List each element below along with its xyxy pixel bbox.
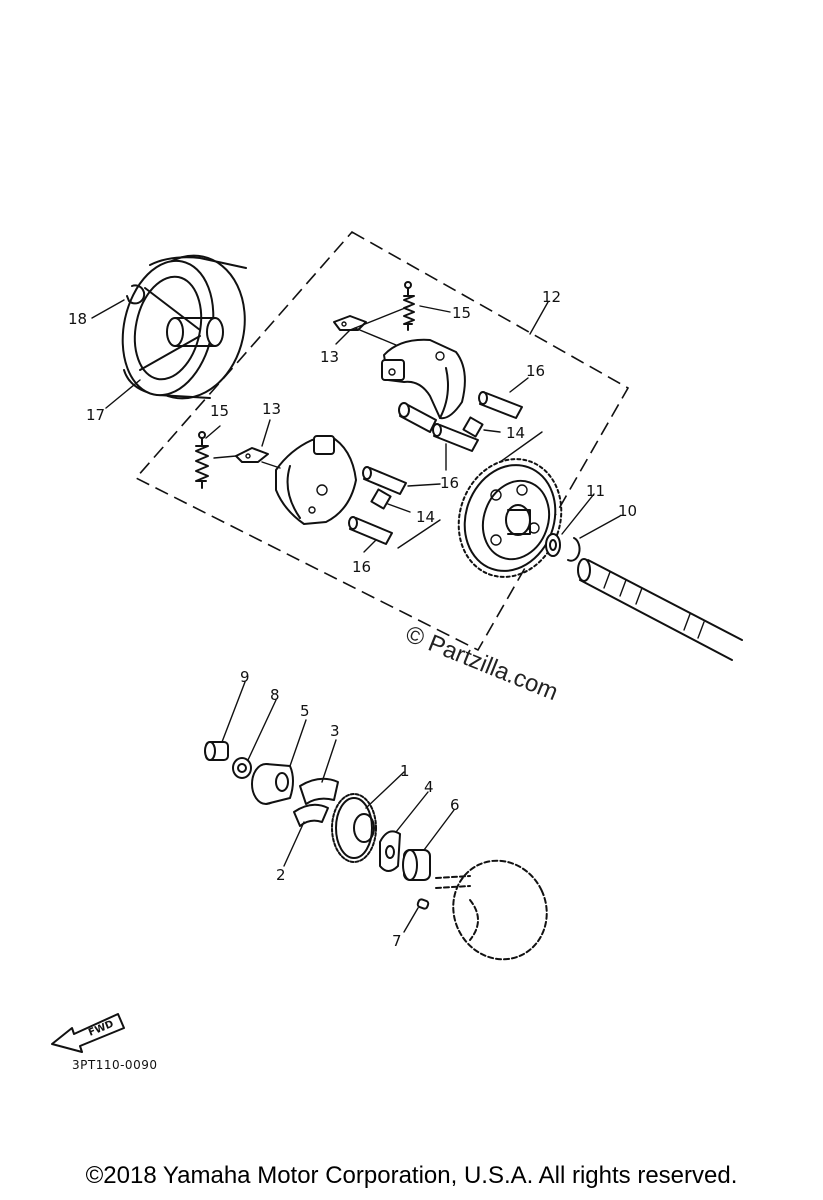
callout-2: 2 [276, 866, 286, 884]
callout-6: 6 [450, 796, 460, 814]
part-pin-1 [478, 391, 523, 419]
part-pin-2 [432, 423, 479, 452]
part-plate-upper [333, 315, 367, 331]
part-key-7 [416, 898, 430, 910]
callout-16-upper: 16 [526, 362, 545, 380]
part-circlip-18 [126, 284, 146, 305]
part-hub-5 [251, 763, 294, 805]
assembly-outline-dashed [134, 230, 630, 652]
diagram-code: 3PT110-0090 [72, 1058, 158, 1072]
part-clutch-shoe-upper [381, 338, 466, 420]
part-plate-2 [293, 803, 329, 827]
part-washer-11 [545, 533, 561, 557]
part-plate-lower [235, 447, 269, 463]
callout-7: 7 [392, 932, 402, 950]
callout-16-lower: 16 [352, 558, 371, 576]
callout-10: 10 [618, 502, 637, 520]
watermark: © Partzilla.com [402, 621, 562, 707]
callout-14-upper: 14 [506, 424, 525, 442]
part-clutch-shoe-lower [275, 435, 357, 525]
part-plate-3 [299, 777, 339, 805]
callout-12: 12 [542, 288, 561, 306]
part-washer-4 [379, 830, 401, 872]
callout-8: 8 [270, 686, 280, 704]
callout-11: 11 [586, 482, 605, 500]
part-shaft [577, 558, 743, 661]
callout-15-upper: 15 [452, 304, 471, 322]
callout-14-lower: 14 [416, 508, 435, 526]
part-collar-upper [462, 416, 484, 438]
callout-15-lower: 15 [210, 402, 229, 420]
callout-1: 1 [400, 762, 410, 780]
leader-lines [91, 299, 621, 933]
part-spring-upper [403, 281, 415, 331]
part-washer-8 [232, 757, 252, 779]
callout-5: 5 [300, 702, 310, 720]
copyright-footer: ©2018 Yamaha Motor Corporation, U.S.A. A… [85, 1162, 738, 1189]
part-clutch-housing [121, 254, 247, 400]
callout-13-lower: 13 [262, 400, 281, 418]
callout-labels: 1 2 3 4 5 6 7 8 9 10 11 12 13 13 14 14 1… [68, 288, 637, 950]
part-collar-lower [370, 488, 392, 510]
part-circlip-10 [567, 537, 581, 562]
callout-4: 4 [424, 778, 434, 796]
part-spring-lower [195, 431, 209, 489]
part-pin-4 [348, 516, 393, 545]
fwd-arrow-icon: FWD [51, 1013, 125, 1053]
callout-3: 3 [330, 722, 340, 740]
part-sleeve-upper [398, 402, 437, 433]
callout-17: 17 [86, 406, 105, 424]
part-primary-driven-gear [457, 458, 563, 578]
part-crank-web [435, 859, 548, 961]
part-bushing-9 [204, 741, 229, 761]
part-bearing-6 [402, 849, 431, 881]
callout-13-upper: 13 [320, 348, 339, 366]
callout-18: 18 [68, 310, 87, 328]
callout-16-middle: 16 [440, 474, 459, 492]
part-pin-3 [362, 466, 407, 495]
callout-9: 9 [240, 668, 250, 686]
part-gear-1 [331, 793, 377, 863]
